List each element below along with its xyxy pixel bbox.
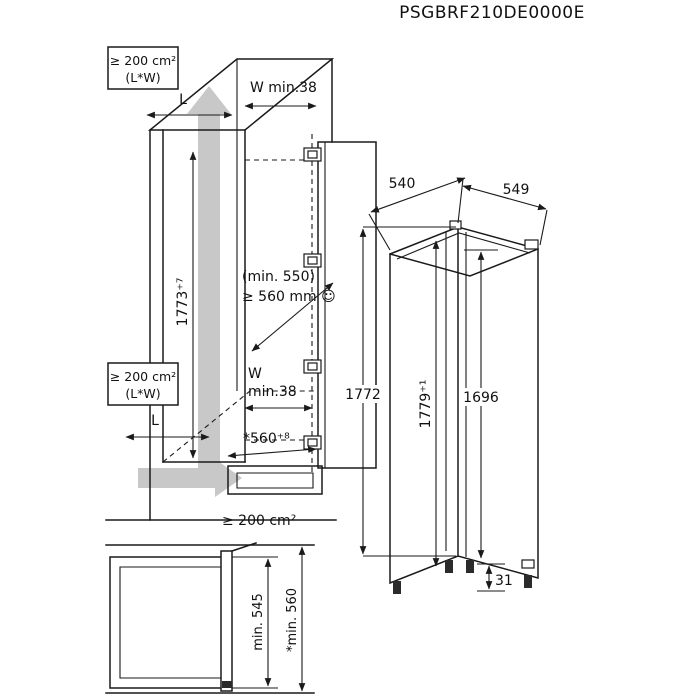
- model-number: PSGBRF210DE0000E: [399, 3, 585, 23]
- airflow-intake-arrow-icon: [138, 459, 242, 497]
- foot: [466, 560, 474, 573]
- appliance-top-back-edges: [389, 248, 539, 277]
- ext-line: [368, 213, 391, 251]
- side-bottom-hinge: [521, 559, 535, 569]
- top-view-cabinet-inner: [119, 566, 228, 679]
- dim-top-view-depth-rec: *min. 560: [285, 588, 300, 652]
- dim-appliance-width: 540: [389, 176, 416, 192]
- vent-mid-area-label: ≥ 200 cm²: [110, 369, 176, 384]
- dim-niche-depth-min: (min. 550): [242, 269, 315, 285]
- dim-build-height: 1779⁺¹: [418, 380, 434, 429]
- appliance-drawing: [389, 220, 539, 594]
- ext-line: [457, 178, 464, 224]
- dim-appliance-depth: 549: [503, 182, 530, 198]
- door-top-hinge: [449, 220, 462, 230]
- dim-appliance-height: 1772: [345, 387, 381, 403]
- label-w-min-top: W min.38: [250, 80, 317, 96]
- label-backing: [462, 388, 501, 406]
- top-view-door-ajar: [231, 542, 257, 552]
- dim-line-niche-width: [227, 446, 317, 459]
- label-w-mid: W: [248, 366, 262, 382]
- dim-door-height: 1696: [463, 390, 499, 406]
- vent-bottom-label: ≥ 200 cm²: [222, 513, 296, 529]
- dim-niche-depth-rec: ≥ 560 mm ☺: [242, 289, 336, 305]
- appliance-top-inset: [396, 232, 531, 260]
- dim-plinth-height: 31: [495, 573, 513, 589]
- ext-line: [539, 209, 548, 246]
- airflow-up-arrow-icon: [187, 86, 231, 470]
- label-backing: [344, 385, 383, 403]
- vent-mid-box: [107, 362, 179, 406]
- top-view-door: [220, 550, 233, 692]
- top-view-cabinet-outer: [109, 556, 229, 689]
- hinge-brackets: [303, 147, 322, 450]
- label-l-mid: L: [151, 413, 159, 429]
- top-view-drawing: min. 545 *min. 560: [105, 542, 315, 694]
- vent-mid-unit-label: (L*W): [125, 386, 160, 401]
- vent-top-box: [107, 46, 179, 90]
- dim-niche-width-bottom: *560⁺⁸: [243, 431, 290, 447]
- dim-line-width: [370, 177, 466, 213]
- foot: [524, 575, 532, 588]
- label-w-mid-value: min.38: [248, 384, 297, 400]
- vent-requirement-boxes: ≥ 200 cm² (L*W) ≥ 200 cm² (L*W): [107, 46, 179, 406]
- dim-line-niche-depth: [251, 282, 334, 352]
- vent-top-area-label: ≥ 200 cm²: [110, 53, 176, 68]
- vent-grille-outer: [227, 465, 323, 495]
- dim-line-depth: [462, 184, 547, 211]
- vent-grille-inner: [236, 472, 314, 489]
- niche-floor-back-dashed: [162, 390, 318, 463]
- top-view-hinge: [222, 681, 232, 688]
- dim-top-view-depth-min: min. 545: [251, 593, 266, 651]
- foot: [393, 581, 401, 594]
- dimensions: L W min.38 1773⁺⁷ (min. 550) ≥ 560 mm ☺ …: [125, 80, 548, 592]
- vent-top-unit-label: (L*W): [125, 70, 160, 85]
- side-top-hinge: [524, 239, 539, 250]
- dim-niche-height: 1773⁺⁷: [175, 278, 191, 327]
- label-l-top: L: [179, 92, 187, 108]
- foot: [445, 560, 453, 573]
- door-panel: [317, 141, 377, 469]
